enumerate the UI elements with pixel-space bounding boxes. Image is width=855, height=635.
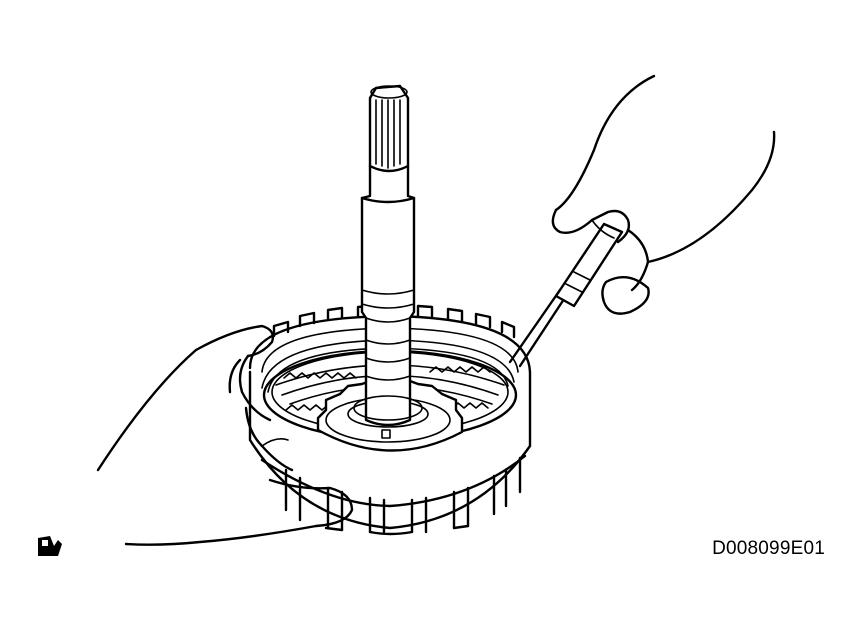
left-hand (96, 324, 354, 546)
input-shaft (353, 84, 423, 427)
right-hand (551, 74, 776, 315)
figure-code: D008099E01 (712, 538, 825, 559)
clutch-drum (248, 304, 532, 536)
screwdriver-tool (508, 222, 624, 368)
service-symbol-icon (38, 536, 62, 556)
